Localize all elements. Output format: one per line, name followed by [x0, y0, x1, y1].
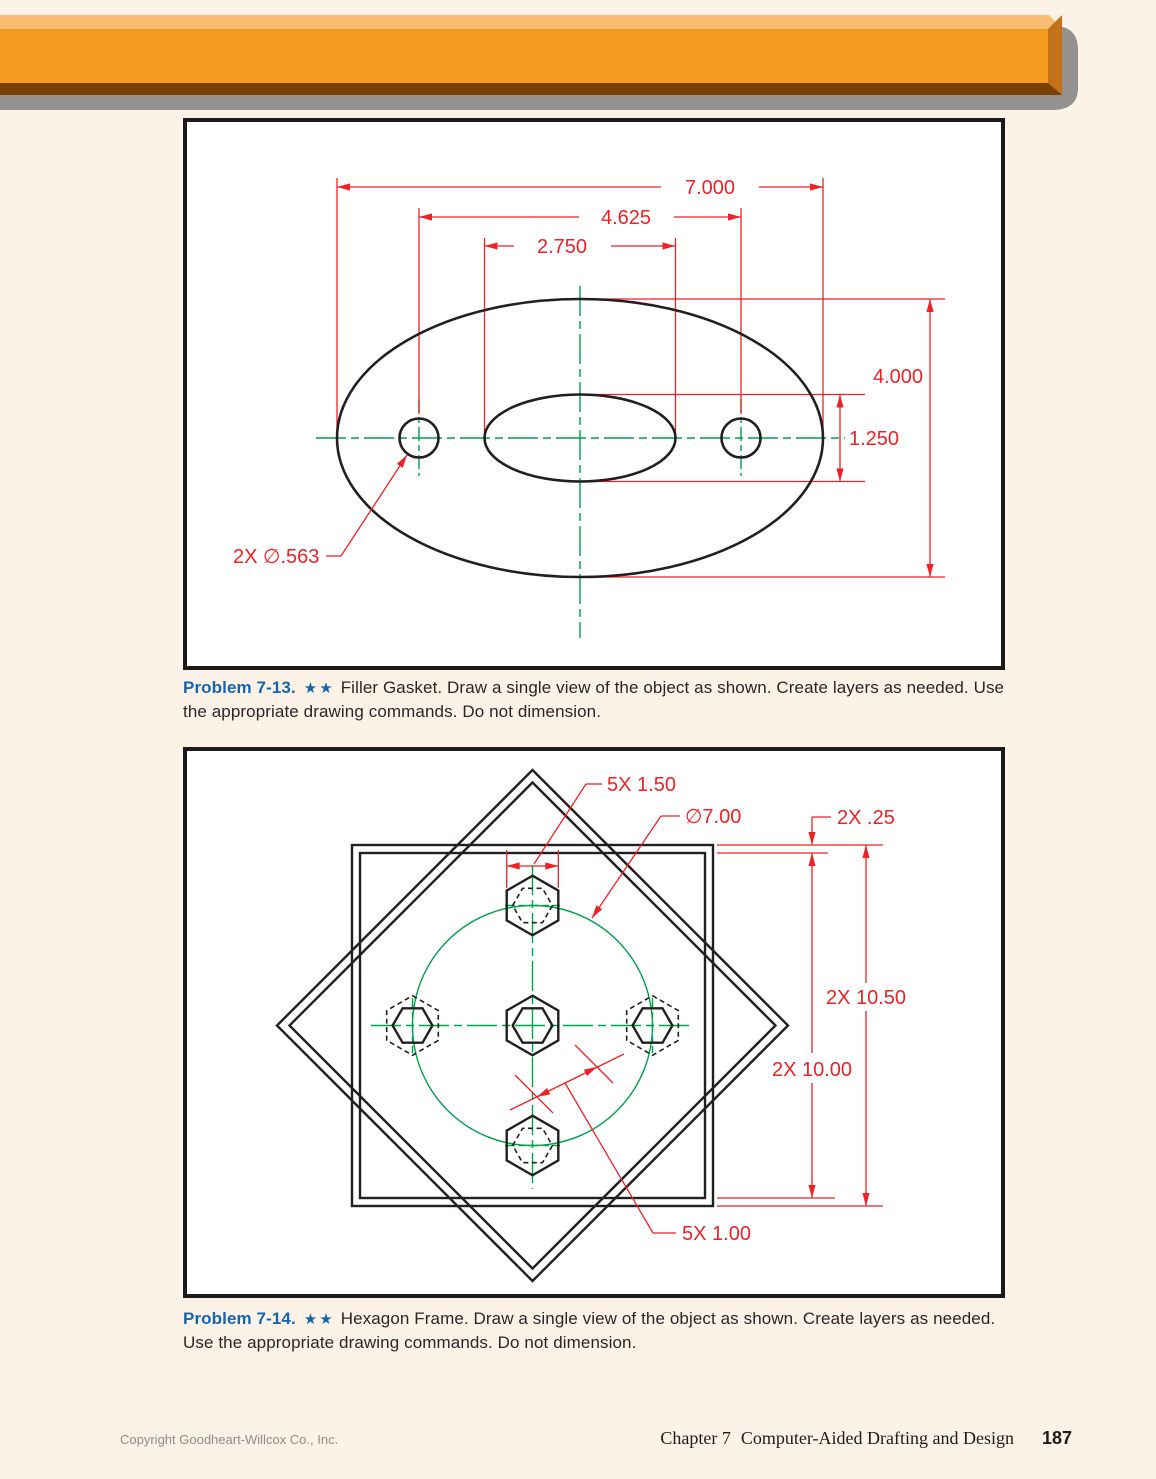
- problem-7-13-label: Problem 7-13.: [183, 678, 296, 697]
- center-hexagon-inner: [511, 1007, 554, 1044]
- frame-outline: [275, 768, 790, 1283]
- top-hexagon-solid: [505, 874, 560, 937]
- dim-label-slot-height: 1.250: [849, 428, 899, 450]
- outer-ellipse: [335, 297, 825, 579]
- difficulty-stars: ★★: [303, 1311, 335, 1328]
- dim-label-frame-outer: 2X 10.50: [826, 987, 906, 1009]
- right-hexagon-dashed: [625, 994, 680, 1057]
- banner-face: [0, 29, 1048, 83]
- problem-7-13-figure: 7.000 4.625 2.750 4.000 1.250 2X ∅.563: [183, 118, 1005, 670]
- chapter-banner-graphic: [0, 15, 1078, 110]
- difficulty-stars: ★★: [303, 680, 335, 697]
- problem-7-14-text: Hexagon Frame. Draw a single view of the…: [183, 1309, 996, 1352]
- page-footer: Copyright Goodheart-Willcox Co., Inc. Ch…: [120, 1428, 1072, 1449]
- problem-7-14-caption: Problem 7-14. ★★Hexagon Frame. Draw a sin…: [183, 1307, 1007, 1354]
- right-hexagon-solid: [631, 1007, 674, 1044]
- problem-7-13-text: Filler Gasket. Draw a single view of the…: [183, 678, 1005, 721]
- banner-bottom-bevel: [0, 83, 1062, 95]
- inner-slot-ellipse: [483, 393, 677, 483]
- chapter-banner: [0, 0, 1156, 115]
- hexagons: [385, 874, 680, 1177]
- dimension-lines: [506, 783, 883, 1234]
- problem-7-14-figure: 5X 1.50 ∅7.00 2X .25 2X 10.50 2X 10.00 5…: [183, 747, 1005, 1298]
- banner-right-bevel: [1048, 15, 1062, 95]
- square-frame-inner: [358, 851, 707, 1200]
- left-hexagon-solid: [391, 1007, 434, 1044]
- copyright-text: Copyright Goodheart-Willcox Co., Inc.: [120, 1432, 339, 1447]
- right-hole: [720, 417, 762, 459]
- centerlines: [316, 286, 845, 638]
- hexagon-frame-drawing: 5X 1.50 ∅7.00 2X .25 2X 10.50 2X 10.00 5…: [275, 768, 906, 1283]
- extension-lines: [336, 178, 945, 578]
- center-hexagon-outer: [505, 994, 560, 1057]
- page-number: 187: [1041, 1428, 1072, 1448]
- problem-7-13-caption: Problem 7-13. ★★Filler Gasket. Draw a sin…: [183, 676, 1007, 723]
- diamond-frame-inner: [287, 780, 778, 1271]
- left-hole: [398, 417, 440, 459]
- chapter-number: Chapter 7: [660, 1428, 731, 1448]
- chapter-title: Computer-Aided Drafting and Design: [740, 1428, 1014, 1448]
- centerlines: [371, 865, 694, 1189]
- gasket-outline: [335, 297, 825, 579]
- dim-label-height: 4.000: [873, 366, 923, 388]
- dim-label-frame-inner: 2X 10.00: [772, 1059, 852, 1081]
- diamond-frame-outer: [275, 768, 790, 1283]
- square-frame-outer: [350, 843, 715, 1208]
- banner-top-bevel: [0, 15, 1062, 29]
- bottom-hexagon-solid: [505, 1114, 560, 1177]
- top-hexagon-dashed: [511, 887, 554, 924]
- filler-gasket-drawing: 7.000 4.625 2.750 4.000 1.250 2X ∅.563: [233, 177, 945, 638]
- dim-label-slot-width: 2.750: [537, 236, 587, 258]
- dim-label-hole-spacing: 4.625: [601, 207, 651, 229]
- dim-label-bolt-circle: ∅7.00: [685, 806, 741, 828]
- dim-label-width: 7.000: [685, 177, 735, 199]
- dim-label-hex-large: 5X 1.50: [607, 774, 676, 796]
- dim-label-hex-small: 5X 1.00: [682, 1223, 751, 1245]
- chapter-heading: Chapter 7 Computer-Aided Drafting and Des…: [660, 1428, 1014, 1449]
- left-hexagon-dashed: [385, 994, 440, 1057]
- dim-label-holes: 2X ∅.563: [233, 546, 319, 568]
- dimension-lines: [326, 183, 934, 577]
- bottom-hexagon-dashed: [511, 1127, 554, 1164]
- dim-label-frame-offset: 2X .25: [837, 807, 895, 829]
- problem-7-14-label: Problem 7-14.: [183, 1309, 296, 1328]
